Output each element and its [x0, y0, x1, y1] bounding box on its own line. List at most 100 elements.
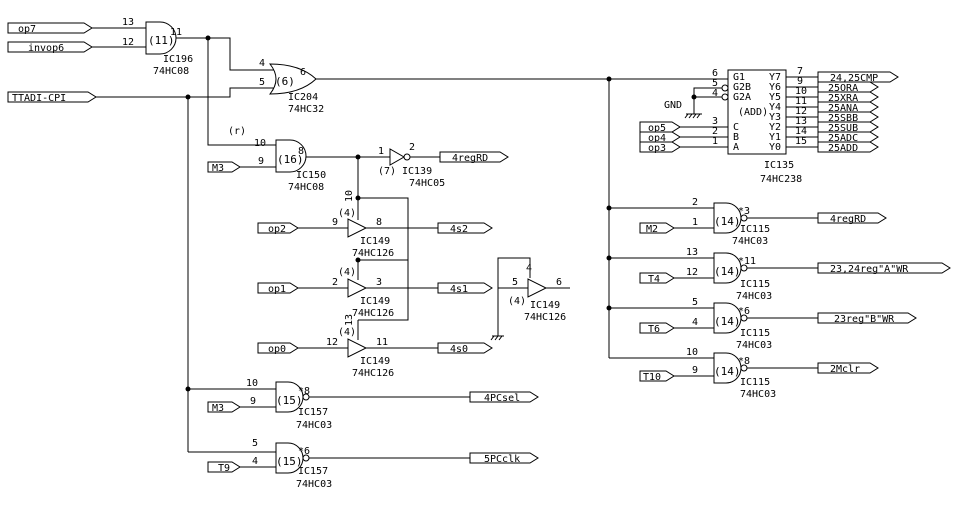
pin-label: 5	[512, 277, 518, 288]
port-label: op4	[648, 133, 666, 144]
port-label: invop6	[28, 43, 64, 54]
pin-label: 13	[122, 17, 134, 28]
pin-name: A	[733, 142, 739, 153]
junction-dot	[691, 94, 697, 100]
port-label: M2	[646, 224, 658, 235]
output-port-4regrd-b: 4regRD	[817, 212, 887, 225]
gate-unit: (14)	[714, 215, 741, 228]
output-port-4s2: 4s2	[437, 222, 493, 235]
port-label: T9	[218, 463, 230, 474]
port-label: 4PCsel	[484, 393, 520, 404]
gate-unit: (14)	[714, 315, 741, 328]
pin-label: 12	[122, 37, 134, 48]
pin-name: Y1	[769, 132, 781, 143]
gate-unit: (15)	[276, 455, 303, 468]
pin-label: 15	[795, 136, 807, 147]
pin-label: 2	[712, 126, 718, 137]
part-type: 74HC32	[288, 104, 324, 115]
part-type: 74HC08	[153, 66, 189, 77]
part-ref: IC115	[740, 279, 770, 290]
port-label: 25ADC	[828, 133, 858, 144]
pin-label: 1	[712, 136, 718, 147]
port-label: T6	[648, 324, 660, 335]
gate-unit: (7)	[378, 166, 396, 177]
port-label: 25SUB	[828, 123, 858, 134]
pin-label: 8	[298, 146, 304, 157]
output-port-5pcclk: 5PCclk	[469, 452, 539, 465]
nand-gate-ic115-d: (14) IC115 74HC03	[713, 352, 776, 400]
pin-name: Y4	[769, 102, 781, 113]
pin-label: 11	[795, 96, 807, 107]
part-ref: IC204	[288, 92, 318, 103]
buffer-ic149-c: (4) IC149 74HC126	[338, 327, 394, 379]
part-type: 74HC126	[352, 368, 394, 379]
pin-label: 8	[376, 217, 382, 228]
output-port-4s0: 4s0	[437, 342, 493, 355]
pin-name: Y6	[769, 82, 781, 93]
output-port-rega-wr: 23,24reg"A"WR	[817, 262, 951, 275]
pin-label: *8	[738, 356, 750, 367]
pin-name: B	[733, 132, 739, 143]
part-ref: IC115	[740, 224, 770, 235]
output-port-sbb: 25SBB	[817, 111, 879, 124]
pin-label: *8	[298, 386, 310, 397]
input-port-t6: T6	[639, 322, 675, 335]
port-label: 25XRA	[828, 93, 858, 104]
part-type: 74HC03	[296, 479, 332, 490]
output-port-ana: 25ANA	[817, 101, 879, 114]
gate-unit: (4)	[338, 267, 356, 278]
pin-label: 10	[686, 347, 698, 358]
output-port-4pcsel: 4PCsel	[469, 391, 539, 404]
port-label: T4	[648, 274, 660, 285]
pin-label: 6	[556, 277, 562, 288]
pin-name: Y5	[769, 92, 781, 103]
pin-label: 2	[409, 142, 415, 153]
port-label: T10	[643, 372, 661, 383]
input-port-m3-b: M3	[207, 401, 241, 414]
part-ref: IC149	[360, 236, 390, 247]
input-port-invop6: invop6	[7, 41, 93, 54]
part-ref: IC157	[298, 407, 328, 418]
and-gate-ic150: (16) IC150 74HC08	[275, 139, 326, 193]
pin-label: 4	[252, 456, 258, 467]
output-port-2mclr: 2Mclr	[817, 362, 879, 375]
part-ref: IC157	[298, 466, 328, 477]
decoder-ic135: G1 G2B G2A C B A Y7 Y6 Y5 Y4 Y3 Y2 Y1 Y0…	[727, 69, 802, 185]
or-gate-ic204: (6) IC204 74HC32	[268, 63, 324, 115]
decoder-outputs: 7 9 10 11 12 13 14 15	[786, 66, 818, 148]
part-ref: IC115	[740, 377, 770, 388]
output-port-add: 25ADD	[817, 141, 879, 154]
gate-unit: (11)	[148, 34, 175, 47]
nand-gate-ic115-a: (14) IC115 74HC03	[713, 202, 770, 247]
pin-name: G1	[733, 72, 745, 83]
buffer-ic149-a: (4) IC149 74HC126	[338, 208, 394, 259]
part-ref: IC149	[360, 296, 390, 307]
part-type: 74HC238	[760, 174, 802, 185]
output-port-adc: 25ADC	[817, 131, 879, 144]
pin-label: 9	[250, 396, 256, 407]
pin-label: 4	[712, 88, 718, 99]
pin-label: 4	[526, 263, 532, 274]
pin-label: 9	[692, 365, 698, 376]
part-ref: IC196	[163, 54, 193, 65]
pin-label: 13	[686, 247, 698, 258]
input-port-t9: T9	[207, 461, 241, 474]
port-label: M3	[212, 403, 224, 414]
pin-label: 10	[344, 190, 355, 202]
pin-label: 13	[795, 116, 807, 127]
output-port-sub: 25SUB	[817, 121, 879, 134]
pin-name: Y0	[769, 142, 781, 153]
pin-label: (r)	[228, 126, 246, 137]
part-type: 74HC03	[736, 291, 772, 302]
pin-name: Y3	[769, 112, 781, 123]
input-port-m3-a: M3	[207, 161, 241, 174]
input-port-op5: op5	[639, 121, 681, 134]
gate-unit: (6)	[275, 75, 295, 88]
pin-label: 3	[376, 277, 382, 288]
part-type: 74HC126	[524, 312, 566, 323]
pin-label: *6	[738, 306, 750, 317]
pin-label: 2	[692, 197, 698, 208]
nand-gate-ic157-a: (15) IC157 74HC03	[275, 381, 332, 431]
pin-label: 12	[795, 106, 807, 117]
pin-label: 5	[259, 77, 265, 88]
